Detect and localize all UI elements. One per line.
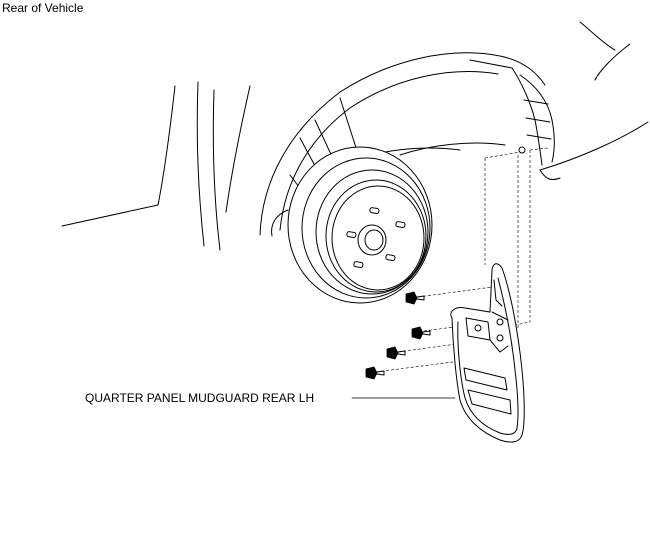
screw-icon: [365, 291, 431, 380]
wheel-icon: [271, 146, 433, 304]
view-direction-label: Rear of Vehicle: [2, 1, 84, 15]
alignment-lines: [375, 147, 549, 373]
mudguard-part-label: QUARTER PANEL MUDGUARD REAR LH: [85, 391, 315, 405]
mudguard-icon: [450, 263, 525, 443]
